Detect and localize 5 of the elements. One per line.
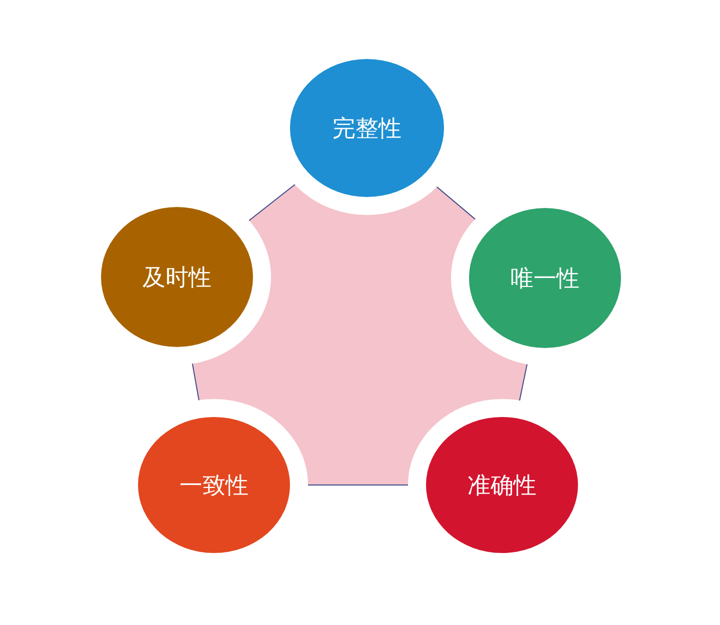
circle: 唯一性 <box>469 208 621 348</box>
circle: 完整性 <box>290 59 444 197</box>
circle: 一致性 <box>138 417 290 553</box>
circle: 及时性 <box>101 207 253 347</box>
circle: 准确性 <box>426 417 578 553</box>
